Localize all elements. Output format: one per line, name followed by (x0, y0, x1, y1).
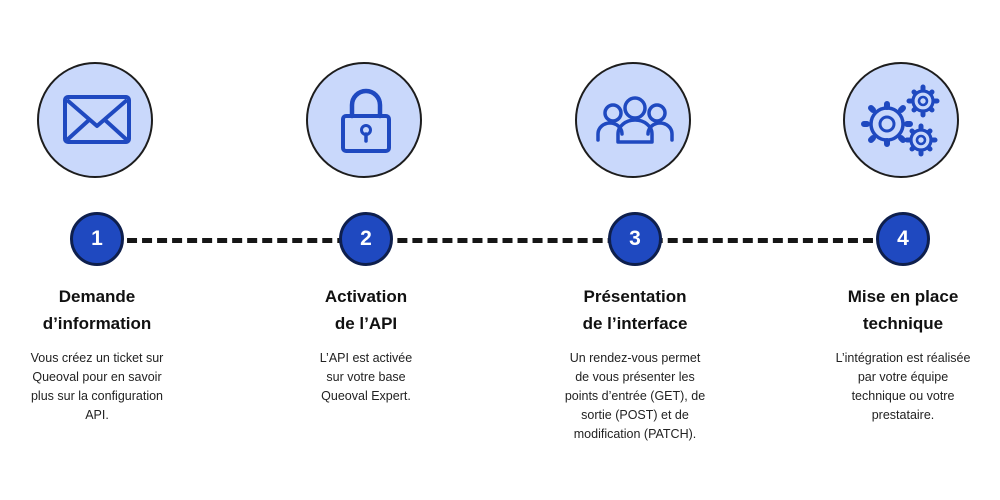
step-title: Demande d’information (42, 287, 152, 333)
step-title: Présentation de l’interface (582, 287, 688, 333)
step-number: 4 (876, 212, 930, 266)
icon-badge (37, 62, 153, 178)
padlock-icon (341, 88, 391, 153)
timeline-dashed-line (97, 238, 903, 243)
step-description: L’API est activée sur votre base Queoval… (319, 351, 413, 403)
step-activation-api: 2 Activation de l’API L’API est activée … (251, 0, 481, 500)
step-title: Mise en place technique (847, 287, 959, 333)
step-number: 3 (608, 212, 662, 266)
step-description: Un rendez-vous permet de vous présenter … (564, 351, 706, 441)
gears-icon (861, 84, 940, 157)
step-number: 2 (339, 212, 393, 266)
step-description: L’intégration est réalisée par votre équ… (835, 351, 971, 422)
users-group-icon (596, 96, 674, 144)
step-mise-en-place-technique: 4 Mise en place technique L’intégration … (788, 0, 1000, 500)
step-title: Activation de l’API (324, 287, 408, 333)
step-presentation-interface: 3 Présentation de l’interface Un rendez-… (520, 0, 750, 500)
step-description: Vous créez un ticket sur Queoval pour en… (30, 351, 164, 422)
step-demande-information: 1 Demande d’information Vous créez un ti… (0, 0, 212, 500)
icon-badge (306, 62, 422, 178)
envelope-icon (63, 95, 131, 144)
step-number: 1 (70, 212, 124, 266)
icon-badge (843, 62, 959, 178)
icon-badge (575, 62, 691, 178)
